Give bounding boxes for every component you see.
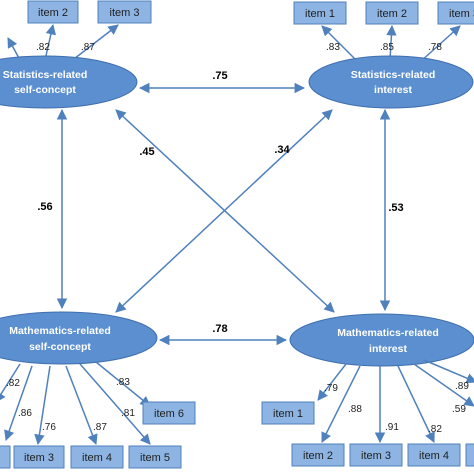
loading-value: .79 bbox=[324, 383, 338, 394]
item-label: item 5 bbox=[140, 452, 170, 464]
item-label: item 2 bbox=[377, 8, 407, 20]
stat-self-item-3: item 3 bbox=[97, 0, 152, 24]
construct-label-line2: interest bbox=[374, 84, 412, 96]
loading-arrow bbox=[65, 365, 98, 445]
coef-stat-self-math-self: .56 bbox=[37, 201, 52, 213]
loading-arrow bbox=[397, 365, 435, 443]
coef-stat-interest-math-interest: .53 bbox=[388, 202, 403, 214]
loading-arrow bbox=[321, 365, 361, 443]
item-label: item 4 bbox=[419, 450, 449, 462]
loading-arrow bbox=[419, 25, 461, 63]
coef-stat-self-stat-interest: .75 bbox=[212, 70, 227, 82]
loading-arrow bbox=[44, 23, 57, 61]
loading-value: .88 bbox=[348, 404, 362, 415]
stat-interest-item-3: item 3 bbox=[437, 1, 474, 25]
loading-value: .81 bbox=[121, 408, 135, 419]
stat-self-items: item 2 item 3 .82 .87 bbox=[7, 0, 152, 63]
item-label: item 3 bbox=[449, 8, 474, 20]
construct-stat-self: Statistics-related self-concept bbox=[0, 55, 138, 109]
loading-value: .82 bbox=[428, 424, 442, 435]
loading-arrow bbox=[423, 359, 474, 384]
loading-value: .82 bbox=[36, 42, 50, 53]
corr-arrow-stat-interest-math-self bbox=[115, 109, 333, 313]
item-label: item 3 bbox=[361, 450, 391, 462]
loading-value: .89 bbox=[455, 381, 469, 392]
loading-value: .83 bbox=[326, 42, 340, 53]
construct-math-interest: Mathematics-related interest bbox=[289, 313, 474, 367]
item-label: item 6 bbox=[154, 408, 184, 420]
math-self-item-partial bbox=[0, 445, 11, 469]
construct-label-line1: Statistics-related bbox=[3, 69, 88, 81]
loading-value: .85 bbox=[380, 42, 394, 53]
correlation-arrows bbox=[56, 82, 391, 346]
construct-label-line1: Mathematics-related bbox=[337, 327, 439, 339]
construct-stat-interest: Statistics-related interest bbox=[308, 55, 474, 109]
coefficient-labels: .75 .56 .53 .78 .45 .34 bbox=[37, 70, 403, 335]
coef-math-self-math-interest: .78 bbox=[212, 323, 227, 335]
loading-arrow bbox=[95, 361, 151, 407]
loading-value: .59 bbox=[452, 404, 466, 415]
math-interest-item-4: item 4 bbox=[407, 443, 461, 467]
math-interest-item-1: item 1 bbox=[261, 401, 315, 425]
item-label: item 3 bbox=[110, 7, 140, 19]
construct-label-line2: self-concept bbox=[14, 84, 76, 96]
math-interest-item-partial bbox=[465, 443, 474, 467]
item-label: item 1 bbox=[273, 408, 303, 420]
math-self-item-5: item 5 bbox=[128, 445, 182, 469]
math-self-item-3: item 3 bbox=[13, 445, 65, 469]
math-interest-items: .79 .88 .91 .82 .59 .89 item 1 item 2 it… bbox=[261, 359, 474, 467]
item-label: item 2 bbox=[303, 450, 333, 462]
loading-value: .87 bbox=[81, 42, 95, 53]
loading-arrow bbox=[7, 37, 21, 61]
item-label: item 4 bbox=[82, 452, 112, 464]
loading-arrow bbox=[321, 25, 359, 63]
construct-label-line1: Statistics-related bbox=[351, 69, 436, 81]
loading-arrow bbox=[413, 363, 474, 407]
loading-arrow bbox=[0, 363, 21, 403]
item-label: item 3 bbox=[24, 452, 54, 464]
math-interest-item-3: item 3 bbox=[349, 443, 403, 467]
loading-value: .91 bbox=[385, 422, 399, 433]
loading-arrow bbox=[69, 24, 119, 63]
loading-arrow bbox=[4, 365, 33, 441]
loading-arrow bbox=[317, 363, 347, 401]
math-self-item-4: item 4 bbox=[70, 445, 124, 469]
item-label: item 1 bbox=[305, 8, 335, 20]
coef-stat-self-math-interest: .45 bbox=[139, 146, 154, 158]
stat-interest-item-1: item 1 bbox=[293, 1, 347, 25]
construct-label-line2: self-concept bbox=[29, 341, 91, 353]
loading-value: .82 bbox=[6, 378, 20, 389]
coef-stat-interest-math-self: .34 bbox=[274, 144, 290, 156]
construct-label-line1: Mathematics-related bbox=[9, 325, 111, 337]
loading-arrow bbox=[386, 24, 397, 61]
construct-math-self: Mathematics-related self-concept bbox=[0, 311, 158, 365]
stat-self-item-2: item 2 bbox=[27, 0, 79, 24]
construct-label-line2: interest bbox=[369, 343, 407, 355]
stat-interest-item-2: item 2 bbox=[365, 1, 419, 25]
loading-arrow bbox=[34, 365, 51, 446]
loading-value: .83 bbox=[116, 377, 130, 388]
loading-value: .87 bbox=[93, 422, 107, 433]
loading-value: .76 bbox=[42, 422, 56, 433]
math-self-items: .82 .86 .76 .87 .81 .83 item 3 item 4 it… bbox=[0, 361, 196, 469]
loading-arrow bbox=[79, 363, 151, 445]
math-interest-item-2: item 2 bbox=[291, 443, 345, 467]
item-label: item 2 bbox=[38, 7, 68, 19]
math-self-item-6: item 6 bbox=[142, 401, 196, 425]
loading-value: .78 bbox=[428, 42, 442, 53]
stat-interest-items: item 1 item 2 item 3 .83 .85 .78 bbox=[293, 1, 474, 63]
loading-value: .86 bbox=[18, 408, 32, 419]
